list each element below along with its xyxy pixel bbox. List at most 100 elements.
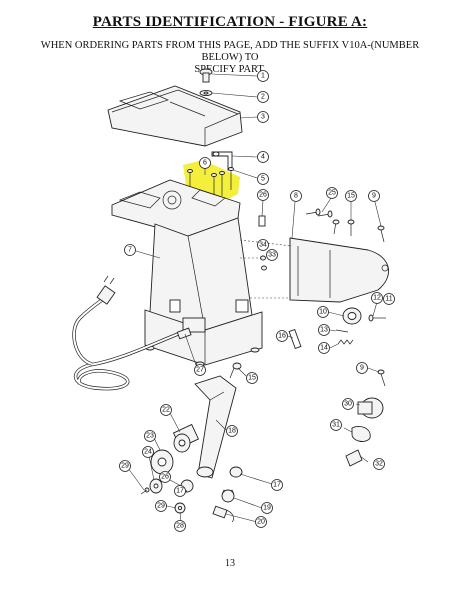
callout-27: 27	[194, 364, 206, 376]
part-6-highlight	[183, 160, 240, 200]
part-8-bracket-plate	[289, 237, 389, 303]
part-26-clip-top	[258, 215, 266, 227]
instruction-line-1: WHEN ORDERING PARTS FROM THIS PAGE, ADD …	[40, 40, 420, 63]
callout-5: 5	[257, 173, 269, 185]
callout-11-label: 11	[385, 296, 392, 303]
callout-2-label: 2	[261, 94, 265, 101]
callout-30-label: 30	[344, 401, 352, 408]
callout-5-label: 5	[261, 176, 265, 183]
callout-3-label: 3	[261, 114, 265, 121]
callout-20: 20	[255, 516, 267, 528]
callout-23-label: 23	[146, 433, 154, 440]
callout-26-lower: 26	[159, 471, 171, 483]
callout-26-upper: 26	[257, 189, 269, 201]
part-6-screws	[187, 167, 234, 198]
part-18-lever-arm	[194, 375, 237, 479]
part-1-screw	[199, 68, 213, 83]
callout-4-label: 4	[261, 154, 265, 161]
callout-11: 11	[383, 293, 395, 305]
callout-25: 25	[326, 187, 338, 199]
page-title: PARTS IDENTIFICATION - FIGURE A:	[92, 14, 368, 30]
callout-15-upper: 15	[345, 190, 357, 202]
part-14-spring	[337, 339, 354, 345]
callout-17-left-label: 17	[176, 488, 184, 495]
callout-29-lower: 29	[155, 500, 167, 512]
part-3-cover	[107, 85, 243, 147]
callout-34-label: 34	[259, 242, 267, 249]
callout-32-label: 32	[375, 461, 383, 468]
callout-34: 34	[257, 239, 269, 251]
callout-9-upper-label: 9	[372, 193, 376, 200]
part-27-power-cord	[72, 275, 192, 391]
callout-33-label: 33	[268, 252, 276, 259]
callout-18: 18	[226, 425, 238, 437]
part-15-screw-top	[347, 219, 355, 236]
callout-22: 22	[160, 404, 172, 416]
page-number: 13	[225, 558, 235, 569]
callout-14-label: 14	[320, 345, 328, 352]
callout-32: 32	[373, 458, 385, 470]
callout-31-label: 31	[332, 422, 340, 429]
callout-26-upper-label: 26	[259, 192, 267, 199]
callout-6-label: 6	[203, 160, 207, 167]
callout-9-upper: 9	[368, 190, 380, 202]
callout-14: 14	[318, 342, 330, 354]
part-20-pin	[212, 505, 234, 523]
callout-26-lower-label: 26	[161, 474, 169, 481]
instruction-line-2: SPECIFY PART.	[194, 64, 266, 75]
part-2-washer	[199, 89, 213, 97]
part-32-pin	[345, 449, 363, 467]
part-23-wheel	[150, 449, 174, 475]
callout-4: 4	[257, 151, 269, 163]
callout-1: 1	[257, 70, 269, 82]
callout-29-lower-label: 29	[157, 503, 165, 510]
callout-17-right-label: 17	[273, 482, 281, 489]
callout-16: 16	[276, 330, 288, 342]
callout-13-label: 13	[320, 327, 328, 334]
callout-2: 2	[257, 91, 269, 103]
part-28-washer	[174, 502, 186, 514]
part-22-axle	[172, 423, 200, 453]
callout-8-label: 8	[294, 193, 298, 200]
callout-6: 6	[199, 157, 211, 169]
part-15-screw-lower	[229, 362, 242, 379]
callout-17-right: 17	[271, 479, 283, 491]
callout-1-label: 1	[261, 73, 265, 80]
callout-29-left-label: 29	[121, 463, 129, 470]
part-13-pin	[335, 329, 349, 333]
part-17-washer	[229, 466, 243, 478]
callout-7-label: 7	[128, 247, 132, 254]
callout-19-label: 19	[263, 505, 271, 512]
callout-28: 28	[174, 520, 186, 532]
callout-28-label: 28	[176, 523, 184, 530]
part-19-spring	[221, 489, 235, 503]
callout-12: 12	[371, 292, 383, 304]
callout-15-lower-label: 15	[248, 375, 256, 382]
part-10-bearing	[342, 307, 362, 325]
callout-13: 13	[318, 324, 330, 336]
callout-27-label: 27	[196, 367, 204, 374]
part-24-washer	[149, 478, 163, 494]
callout-23: 23	[144, 430, 156, 442]
callout-20-label: 20	[257, 519, 265, 526]
callout-9-lower: 9	[356, 362, 368, 374]
callout-19: 19	[261, 502, 273, 514]
callout-22-label: 22	[162, 407, 170, 414]
part-30-knob	[357, 397, 384, 419]
ordering-instructions: WHEN ORDERING PARTS FROM THIS PAGE, ADD …	[20, 40, 440, 76]
callout-17-left: 17	[174, 485, 186, 497]
callout-30: 30	[342, 398, 354, 410]
callout-29-left: 29	[119, 460, 131, 472]
callout-7: 7	[124, 244, 136, 256]
part-31-cap	[351, 426, 371, 442]
callout-10-label: 10	[319, 309, 327, 316]
callout-16-label: 16	[278, 333, 286, 340]
part-33-nut	[261, 265, 267, 271]
callout-24: 24	[142, 446, 154, 458]
part-7-housing	[111, 179, 263, 367]
callout-9-lower-label: 9	[360, 365, 364, 372]
part-29-screw	[140, 487, 150, 495]
callout-15-lower: 15	[246, 372, 258, 384]
callout-25-label: 25	[328, 190, 336, 197]
